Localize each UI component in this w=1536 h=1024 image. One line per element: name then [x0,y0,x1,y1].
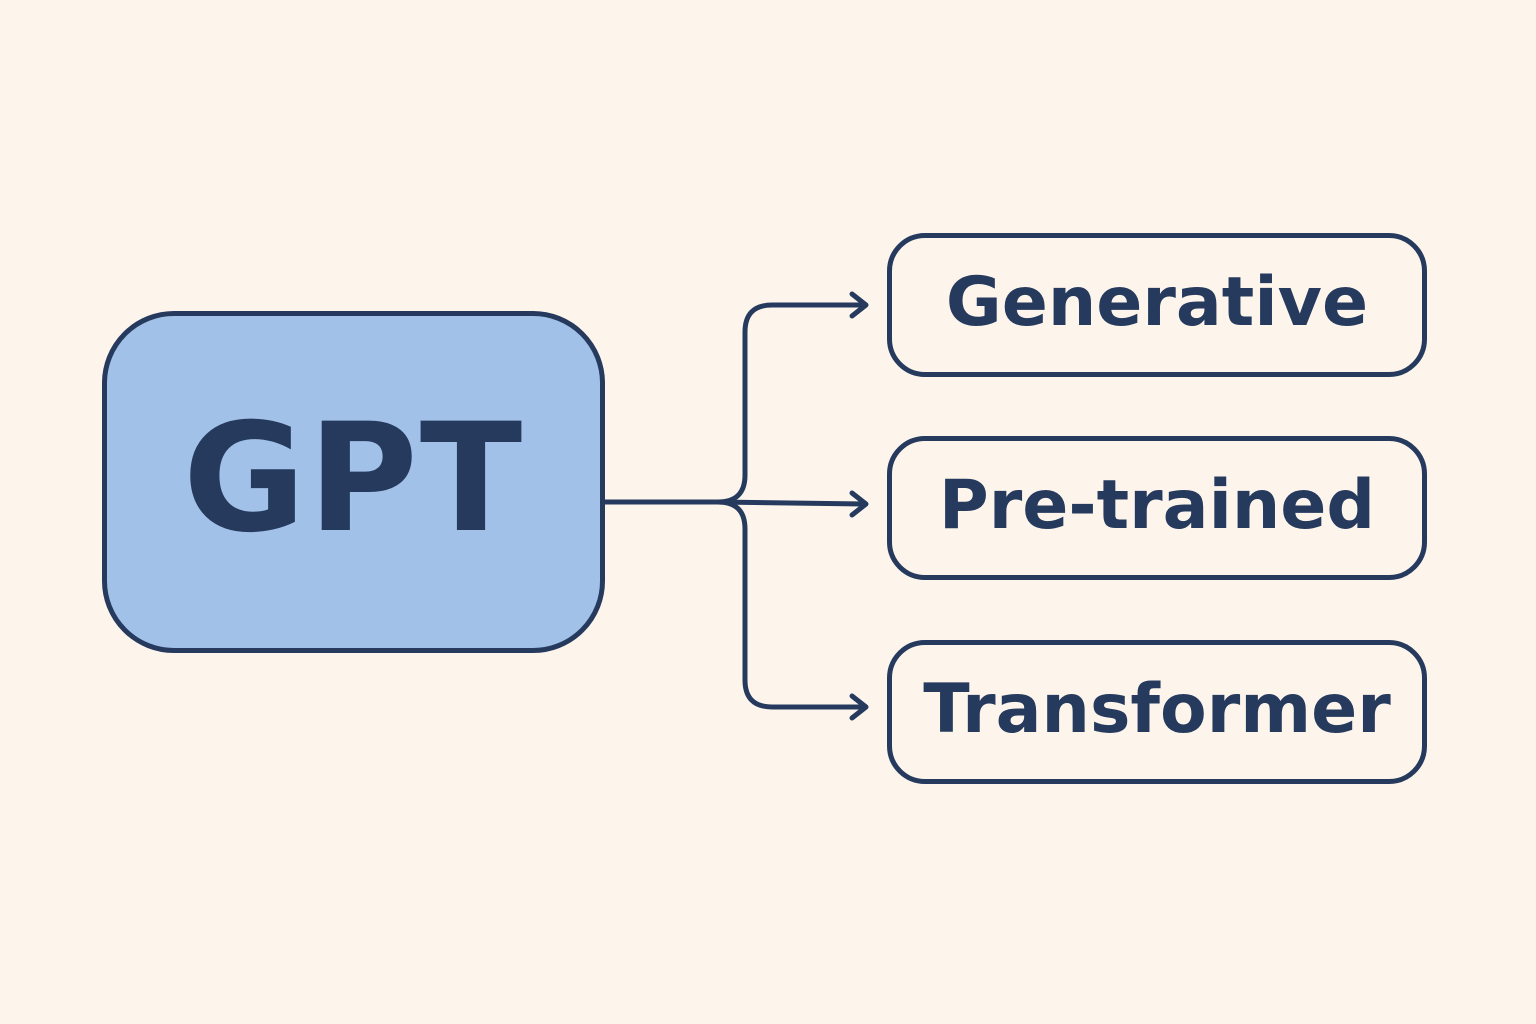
arrowheads [849,291,869,721]
arrowhead-transformer [849,693,869,721]
connector-group [602,302,867,710]
child-node-pre-trained: Pre-trained [887,436,1427,580]
child-node-generative: Generative [887,233,1427,377]
connector-to-transformer [715,499,867,710]
child-node-label: Transformer [923,670,1391,749]
arrowhead-pre-trained [849,490,869,518]
root-node-label: GPT [182,392,525,566]
child-node-label: Pre-trained [938,466,1376,545]
connector-to-pre-trained [715,499,867,507]
arrowhead-generative [849,291,869,319]
child-node-label: Generative [945,263,1369,342]
connector-to-generative [715,302,867,505]
child-node-transformer: Transformer [887,640,1427,784]
root-node-gpt: GPT [102,311,605,653]
